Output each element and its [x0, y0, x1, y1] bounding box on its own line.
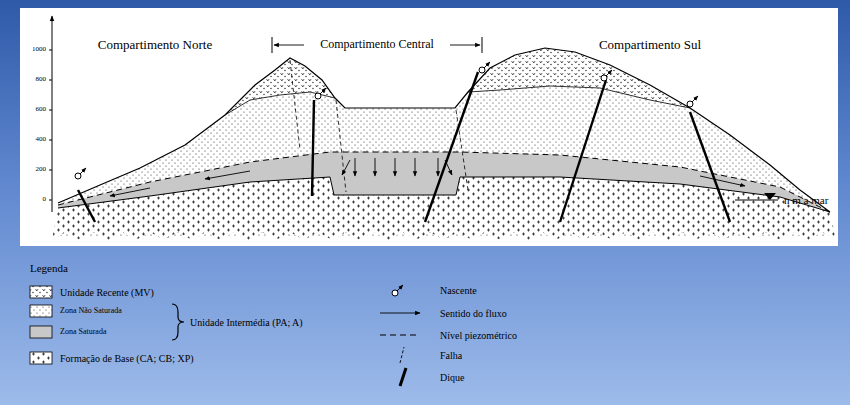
unit-label: Unidade Intermédia (PA; A)	[190, 317, 303, 328]
flow-arrow	[445, 160, 452, 175]
flow-arrow	[438, 158, 439, 176]
flow-arrow	[355, 158, 356, 176]
legend-swatch	[30, 286, 52, 298]
legend-text: Formação de Base (CA; CB; XP)	[60, 353, 194, 364]
legend-brace	[172, 304, 184, 340]
axis-value: 200	[36, 166, 47, 174]
bracket-arrow	[450, 45, 480, 46]
dike-line	[312, 100, 314, 196]
sea-level-line	[735, 200, 778, 201]
base-boundary	[58, 177, 830, 212]
drawing-part	[49, 16, 836, 240]
spring-arrow	[606, 70, 612, 76]
spring-arrow	[397, 285, 403, 291]
spring-arrow	[484, 62, 490, 68]
flow-arrow	[110, 188, 150, 196]
flow-arrow	[375, 158, 376, 176]
axis-tick	[49, 200, 52, 201]
axis-tick	[49, 50, 52, 51]
dike-line	[560, 80, 606, 222]
flow-arrow	[342, 160, 350, 175]
compartment-label: Compartimento Central	[320, 38, 434, 51]
legend-text: Zona Saturada	[60, 328, 106, 337]
bracket-tick	[482, 37, 483, 53]
flow-arrow	[700, 176, 745, 186]
legend-dash	[380, 335, 420, 336]
y-axis	[52, 16, 53, 212]
bracket-arrow	[274, 45, 304, 46]
spring-arrow	[692, 96, 698, 102]
legend-dike	[400, 368, 406, 386]
recent-boundary	[225, 92, 335, 115]
dike-line	[690, 112, 730, 222]
compartment-label: Compartimento Norte	[98, 38, 212, 52]
axis-value: 0	[43, 196, 47, 204]
legend-text: Unidade Recente (MV)	[60, 287, 154, 298]
axis-value: 800	[36, 76, 47, 84]
sea-level-label: n m a mar	[784, 194, 828, 206]
dike-line	[425, 72, 478, 222]
legend-swatch	[30, 352, 52, 364]
fault-line	[336, 100, 346, 192]
legend-text: Zona Não Saturada	[60, 307, 122, 316]
bracket-tick	[272, 37, 273, 53]
drawing-part	[20, 8, 838, 246]
legend-text: Sentido do fluxo	[440, 308, 507, 319]
legend-text: Dique	[440, 372, 464, 383]
axis-tick	[49, 140, 52, 141]
legend-arrow	[380, 313, 420, 314]
recent-unit	[468, 48, 690, 108]
flow-arrow	[205, 171, 250, 179]
axis-value: 400	[36, 136, 47, 144]
ground-surface	[58, 48, 830, 212]
axis-value: 1000	[32, 46, 46, 54]
axis-tick	[49, 110, 52, 111]
legend-heading: Legenda	[30, 262, 68, 274]
axis-tick	[49, 80, 52, 81]
spring-arrow	[80, 168, 86, 174]
compartment-label: Compartimento Sul	[599, 38, 701, 52]
dike-line	[78, 190, 95, 222]
sea-level-marker	[764, 193, 776, 200]
base-formation	[52, 177, 836, 240]
fault-line	[290, 60, 300, 150]
legend-swatch	[30, 326, 52, 338]
spring-arrow	[320, 88, 326, 94]
legend-swatch	[30, 305, 52, 317]
legend-text: Nível piezométrico	[440, 330, 517, 341]
axis-value: 600	[36, 106, 47, 114]
fault-line	[456, 110, 468, 190]
flow-arrow	[415, 158, 416, 176]
legend-fault	[400, 347, 404, 363]
legend-text: Falha	[440, 350, 462, 361]
legend-text: Nascente	[440, 285, 477, 296]
axis-tick	[49, 170, 52, 171]
flow-arrow	[395, 158, 396, 176]
